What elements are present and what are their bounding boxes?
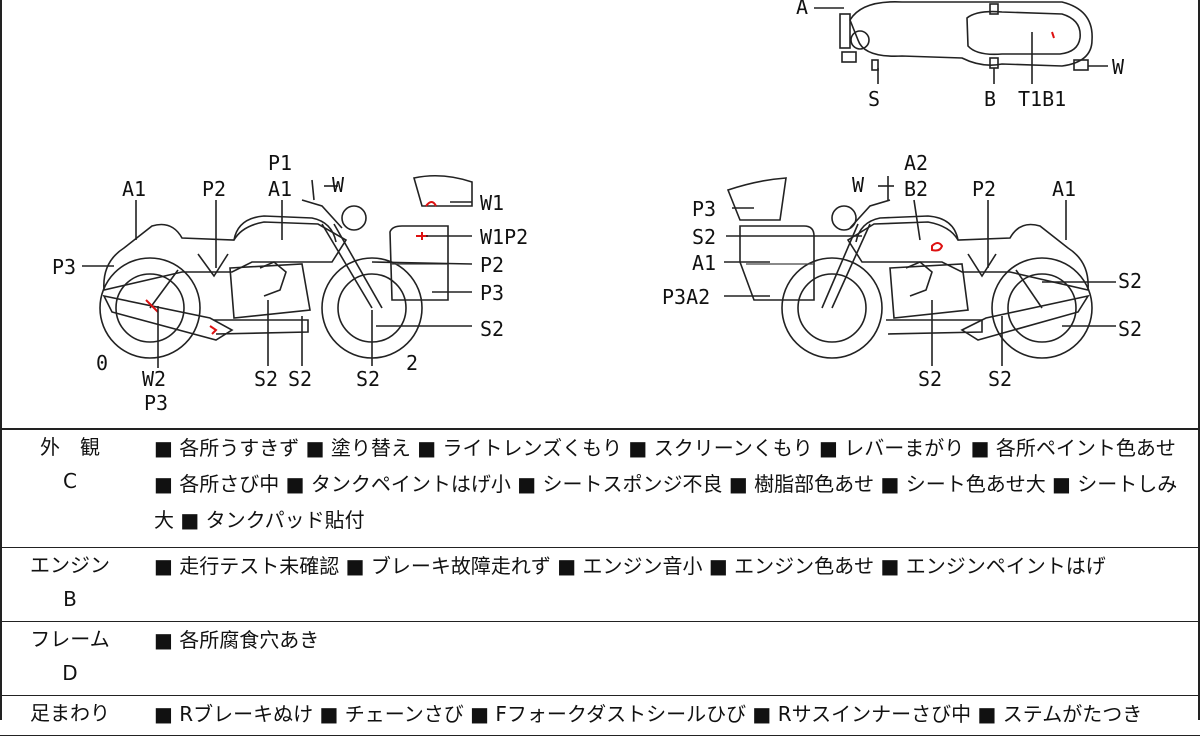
left-label-a1-rear: A1 <box>122 177 146 201</box>
left-label-p1: P1 <box>268 151 292 175</box>
left-label-p2-mid: P2 <box>202 177 226 201</box>
left-label-w1: W1 <box>480 191 504 215</box>
remarks-row-frame: フレーム D ■ 各所腐食穴あき <box>0 622 1200 696</box>
left-label-s2-engine-a: S2 <box>254 367 278 391</box>
top-label-t1b1: T1B1 <box>1018 87 1066 111</box>
remarks-text: ■ 走行テスト未確認 ■ ブレーキ故障走れず ■ エンジン音小 ■ エンジン色あ… <box>154 554 1106 578</box>
right-label-s2-exhaust: S2 <box>988 367 1012 391</box>
left-label-2: 2 <box>406 351 418 375</box>
left-label-p2-fork: P2 <box>480 253 504 277</box>
left-label-w-mirror: W <box>332 173 345 197</box>
category-cell-frame: フレーム D <box>0 622 140 690</box>
left-label-s2-wheel: S2 <box>356 367 380 391</box>
left-label-p3-box: P3 <box>480 281 504 305</box>
category-label: フレーム <box>30 627 110 651</box>
table-left-border <box>0 428 2 720</box>
left-label-a1-tank: A1 <box>268 177 292 201</box>
left-label-s2-front: S2 <box>480 317 504 341</box>
right-label-s2-fork: S2 <box>692 225 716 249</box>
remarks-text: ■ Rブレーキぬけ ■ チェーンさび ■ Fフォークダストシールひび ■ Rサス… <box>154 702 1143 726</box>
top-label-a: A <box>796 0 808 19</box>
grade-code: D <box>62 661 78 685</box>
left-label-w2: W2 <box>142 367 166 391</box>
remarks-row-suspension: 足まわり ■ Rブレーキぬけ ■ チェーンさび ■ Fフォークダストシールひび … <box>0 696 1200 736</box>
remarks-text: ■ 各所うすきず ■ 塗り替え ■ ライトレンズくもり ■ スクリーンくもり ■… <box>154 436 1178 532</box>
left-label-p3-bottom: P3 <box>144 391 168 415</box>
category-cell-suspension: 足まわり <box>0 696 140 730</box>
remarks-text: ■ 各所腐食穴あき <box>154 628 320 652</box>
left-label-w1p2: W1P2 <box>480 225 528 249</box>
grade-code: C <box>63 469 77 493</box>
right-label-w-mirror: W <box>852 173 865 197</box>
right-label-p2: P2 <box>972 177 996 201</box>
top-label-s: S <box>868 87 880 111</box>
remarks-row-exterior: 外 観 C ■ 各所うすきず ■ 塗り替え ■ ライトレンズくもり ■ スクリー… <box>0 430 1200 548</box>
right-label-a2: A2 <box>904 151 928 175</box>
motorcycle-diagram-svg: A S B T1B1 W <box>52 0 1142 415</box>
right-label-a1: A1 <box>1052 177 1076 201</box>
left-label-0: 0 <box>96 351 108 375</box>
right-label-s2-rear-b: S2 <box>1118 317 1142 341</box>
right-label-p3a2: P3A2 <box>662 285 710 309</box>
category-label: エンジン <box>30 553 110 577</box>
left-label-p3-rear: P3 <box>52 255 76 279</box>
top-label-b: B <box>984 87 996 111</box>
category-label: 外 観 <box>40 435 100 459</box>
right-label-p3-screen: P3 <box>692 197 716 221</box>
left-view-motorcycle <box>82 174 473 368</box>
top-view-motorcycle <box>814 1 1108 84</box>
left-label-s2-engine-b: S2 <box>288 367 312 391</box>
top-label-w: W <box>1112 55 1125 79</box>
remarks-row-engine: エンジン B ■ 走行テスト未確認 ■ ブレーキ故障走れず ■ エンジン音小 ■… <box>0 548 1200 622</box>
right-view-motorcycle <box>724 176 1116 366</box>
category-cell-engine: エンジン B <box>0 548 140 616</box>
condition-remarks-table: 外 観 C ■ 各所うすきず ■ 塗り替え ■ ライトレンズくもり ■ スクリー… <box>0 428 1200 736</box>
category-label: 足まわり <box>30 701 110 725</box>
damage-diagram: A S B T1B1 W <box>0 0 1200 428</box>
right-label-s2-engine: S2 <box>918 367 942 391</box>
table-right-border <box>1198 428 1200 720</box>
right-label-a1-box: A1 <box>692 251 716 275</box>
right-label-s2-rear-a: S2 <box>1118 269 1142 293</box>
grade-code: B <box>63 587 77 611</box>
category-cell-exterior: 外 観 C <box>0 430 140 498</box>
right-label-b2: B2 <box>904 177 928 201</box>
